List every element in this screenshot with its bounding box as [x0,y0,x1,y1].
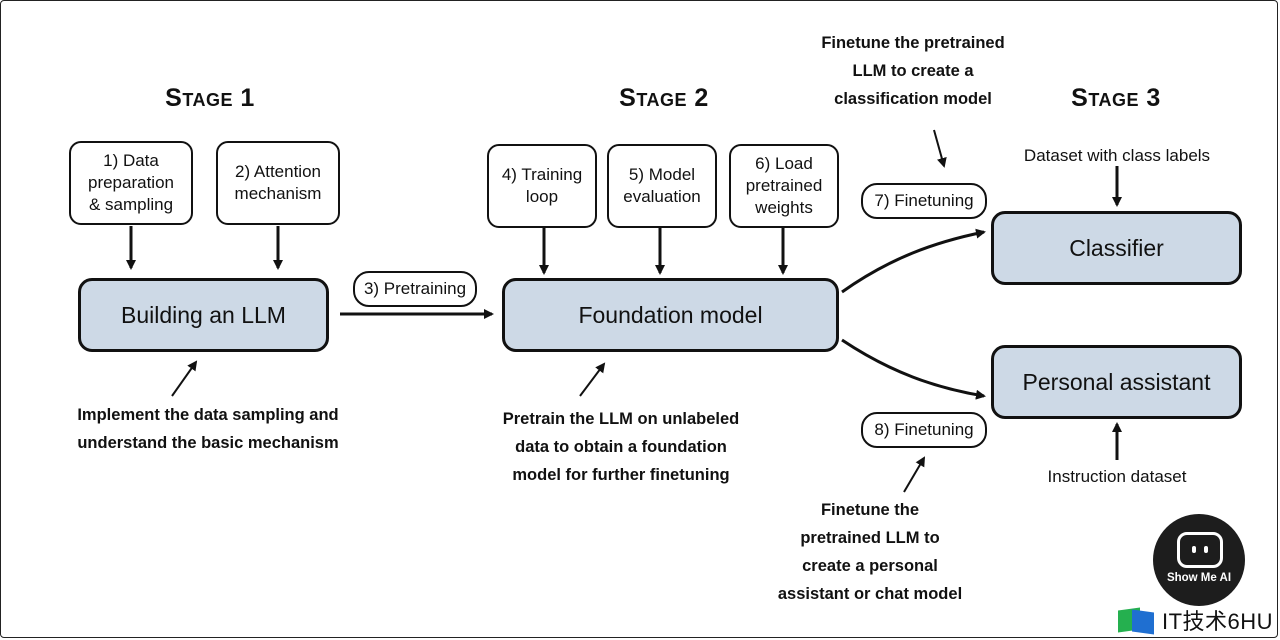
site-logo-icon [1118,607,1156,635]
arrow-foundation-to-assistant [841,338,986,400]
watermark-site-text: IT技术6HU [1162,609,1274,634]
step-finetuning-classifier: 7) Finetuning [861,183,987,219]
stage-3-title: Stage 3 [1071,84,1161,112]
input-training-loop: 4) Training loop [487,144,597,228]
dataset-class-labels: Dataset with class labels [1023,146,1211,165]
model-personal-assistant: Personal assistant [991,345,1242,419]
note-stage2: Pretrain the LLM on unlabeled data to ob… [502,410,740,484]
note-classifier: Finetune the pretrained LLM to create a … [821,34,1005,108]
arrow-foundation-to-classifier [841,228,986,294]
watermark-badge: Show Me AI [1153,514,1245,606]
note-stage1: Implement the data sampling and understa… [77,406,339,452]
pointer-note-assistant [903,456,926,493]
stage-2-title: Stage 2 [619,84,709,112]
watermark-site: IT技术6HU [1118,606,1274,635]
pointer-note-classifier [933,129,947,168]
note-assistant: Finetune the pretrained LLM to create a … [777,501,963,603]
input-attention: 2) Attention mechanism [216,141,340,225]
robot-icon [1177,532,1223,568]
pointer-note-stage1 [171,360,198,397]
model-building-llm: Building an LLM [78,278,329,352]
input-load-weights: 6) Load pretrained weights [729,144,839,228]
step-pretraining: 3) Pretraining [353,271,477,307]
model-classifier: Classifier [991,211,1242,285]
model-foundation: Foundation model [502,278,839,352]
step-finetuning-assistant: 8) Finetuning [861,412,987,448]
pointer-note-stage2 [579,362,606,397]
dataset-instruction: Instruction dataset [1047,467,1187,486]
watermark-badge-text: Show Me AI [1166,572,1232,584]
input-model-eval: 5) Model evaluation [607,144,717,228]
input-data-prep: 1) Data preparation & sampling [69,141,193,225]
stage-1-title: Stage 1 [165,84,255,112]
